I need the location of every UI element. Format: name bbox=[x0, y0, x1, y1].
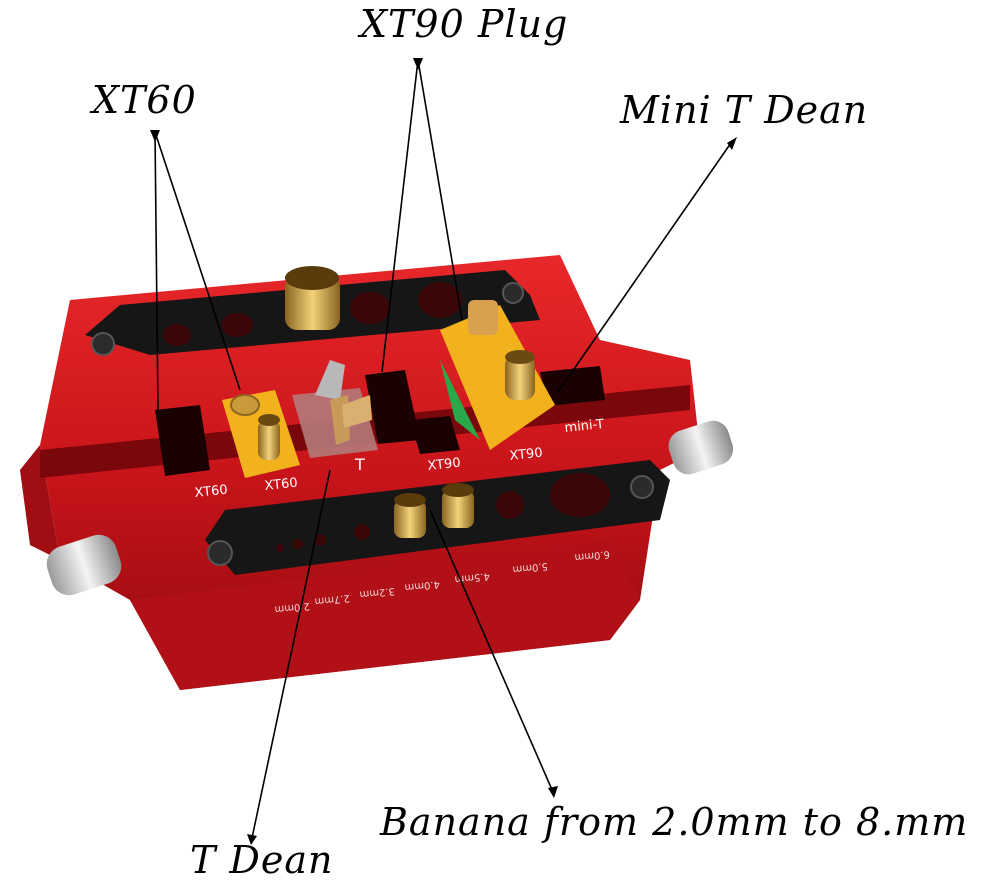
engraved-xt90-b: XT90 bbox=[509, 446, 544, 464]
pointer-xt60-b bbox=[154, 131, 241, 391]
size-label-6: 5.0mm bbox=[512, 560, 548, 575]
pointer-xt60-a bbox=[154, 131, 159, 411]
banana-connectors bbox=[394, 483, 474, 538]
thumb-screw-knobs bbox=[46, 420, 734, 596]
pointer-banana bbox=[429, 509, 554, 793]
pointer-xt90-a bbox=[381, 59, 419, 373]
size-label-7: 6.0mm bbox=[574, 548, 610, 563]
pointer-t-dean bbox=[251, 469, 331, 839]
size-label-2: 2.7mm bbox=[314, 592, 350, 607]
xt60-connector bbox=[222, 390, 300, 478]
callout-mini-t-dean: Mini T Dean bbox=[620, 88, 869, 132]
engraved-xt60-a: XT60 bbox=[194, 483, 229, 501]
size-label-4: 4.0mm bbox=[404, 578, 440, 593]
jig-body bbox=[20, 255, 700, 690]
engraved-size-labels: 2.0mm 2.7mm 3.2mm 4.0mm 4.5mm 5.0mm 6.0m… bbox=[274, 548, 610, 615]
callout-banana: Banana from 2.0mm to 8.mm bbox=[380, 800, 969, 844]
slot-cavities bbox=[155, 366, 605, 476]
pointer-lines bbox=[154, 59, 734, 839]
engraved-xt90-a: XT90 bbox=[427, 456, 462, 474]
engraved-labels: XT60 XT60 T XT90 XT90 mini-T bbox=[194, 417, 605, 501]
callout-t-dean: T Dean bbox=[190, 838, 334, 882]
engraved-mini-t: mini-T bbox=[564, 417, 605, 436]
pointer-xt90-b bbox=[417, 59, 463, 321]
gold-bullet-connector bbox=[285, 266, 340, 330]
lower-black-plate bbox=[205, 460, 670, 575]
size-label-5: 4.5mm bbox=[454, 570, 490, 585]
callout-xt90-plug: XT90 Plug bbox=[360, 2, 569, 46]
engraved-xt60-b: XT60 bbox=[264, 476, 299, 494]
engraved-t: T bbox=[354, 455, 365, 474]
size-label-3: 3.2mm bbox=[359, 585, 395, 600]
t-dean-connector bbox=[292, 360, 378, 458]
pointer-arrowheads bbox=[150, 58, 737, 845]
callout-xt60: XT60 bbox=[92, 78, 197, 122]
pointer-mini-t bbox=[557, 139, 734, 393]
xt90-connector bbox=[440, 300, 555, 450]
